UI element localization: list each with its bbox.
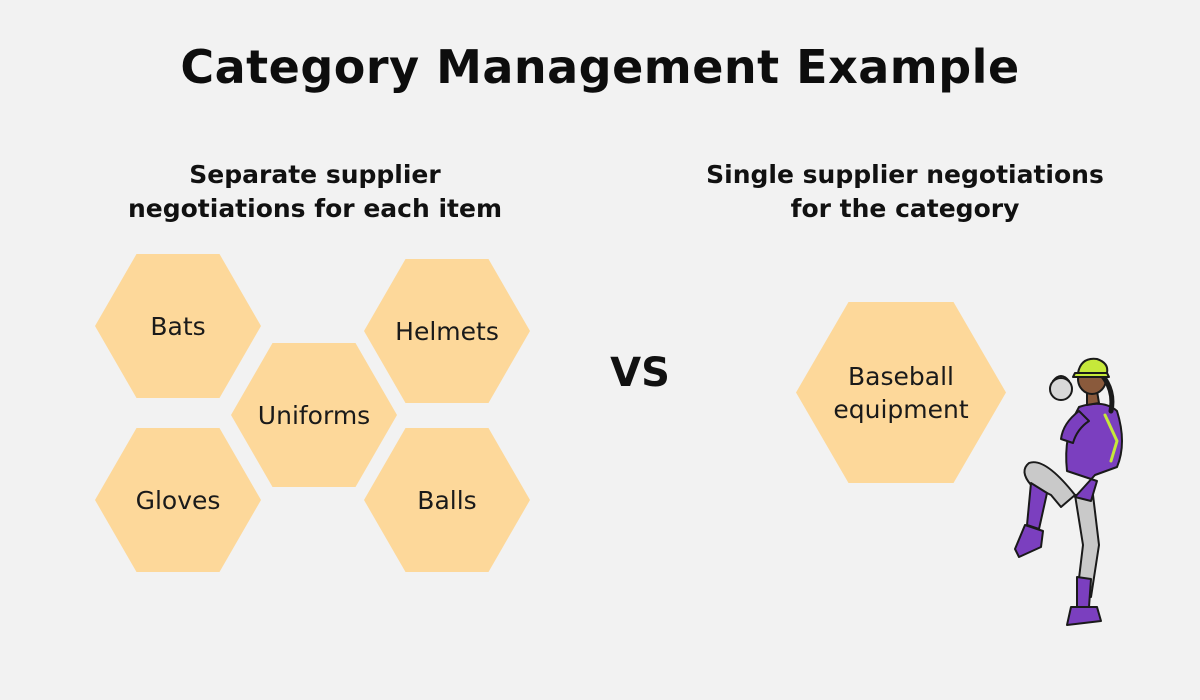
hexagon-bats: Bats: [95, 254, 261, 398]
left-heading-line-1: Separate supplier: [189, 160, 441, 189]
hexagon-label-line: Uniforms: [257, 400, 371, 430]
vs-label: VS: [610, 350, 670, 396]
hexagon-label-line-1: Baseball: [848, 361, 954, 391]
hexagon-label-line: Gloves: [135, 485, 221, 515]
hexagon-label-line-2: equipment: [833, 394, 969, 424]
hexagon-uniforms: Uniforms: [231, 343, 397, 487]
right-heading: Single supplier negotiations for the cat…: [655, 158, 1155, 226]
page-title: Category Management Example: [180, 40, 1020, 94]
hexagon-label: Balls: [417, 484, 476, 517]
hexagon-baseball-equipment: Baseball equipment: [796, 302, 1006, 483]
right-heading-line-2: for the category: [790, 194, 1020, 223]
hexagon-label: Helmets: [395, 315, 499, 348]
hexagon-label-line: Bats: [150, 311, 206, 341]
left-heading: Separate supplier negotiations for each …: [85, 158, 545, 226]
hexagon-helmets: Helmets: [364, 259, 530, 403]
right-heading-line-1: Single supplier negotiations: [706, 160, 1104, 189]
hexagon-balls: Balls: [364, 428, 530, 572]
hexagon-label: Baseball equipment: [833, 360, 968, 426]
hexagon-label: Uniforms: [258, 399, 370, 432]
hexagon-label-line: Helmets: [395, 316, 499, 346]
hexagon-gloves: Gloves: [95, 428, 261, 572]
baseball-pitcher-illustration: [1014, 357, 1123, 626]
hexagon-label: Bats: [150, 310, 205, 343]
left-heading-line-2: negotiations for each item: [127, 194, 503, 223]
hexagon-label-line: Balls: [417, 485, 477, 515]
hexagon-label: Gloves: [136, 484, 221, 517]
